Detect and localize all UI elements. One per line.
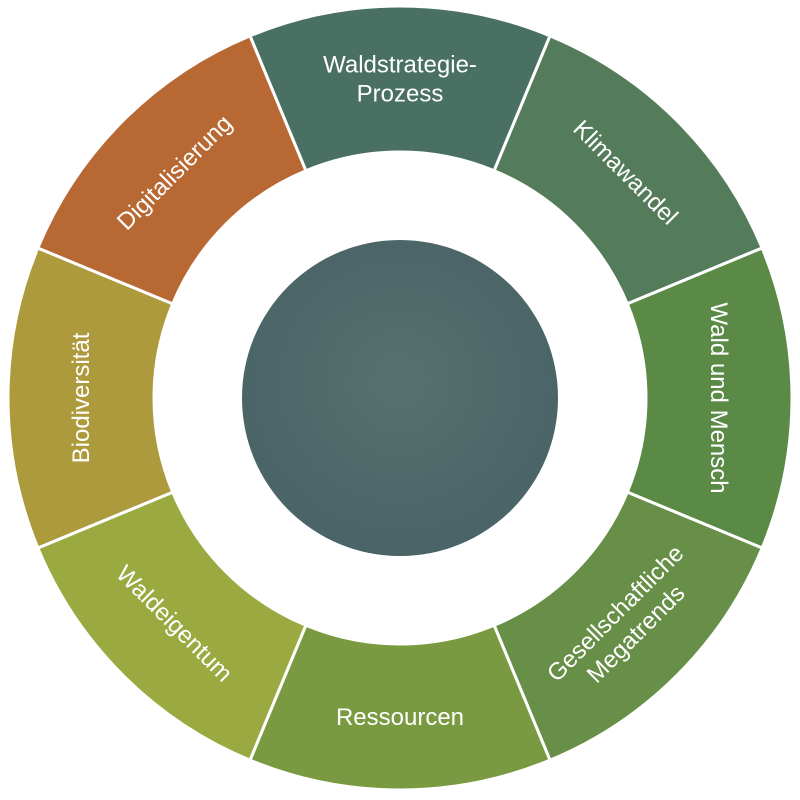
segment-ressourcen-label: Ressourcen xyxy=(336,704,464,731)
segment-biodiversitaet-label: Biodiversität xyxy=(68,332,95,463)
segment-waldstrategie-prozess-label-line: Waldstrategie- xyxy=(323,52,477,79)
segment-ressourcen-label-line: Ressourcen xyxy=(336,704,464,731)
center-circle xyxy=(242,240,558,556)
segment-wald-und-mensch-label: Wald und Mensch xyxy=(705,302,732,493)
segment-waldstrategie-prozess-label-line: Prozess xyxy=(357,81,444,108)
segment-wald-und-mensch-label-line: Wald und Mensch xyxy=(705,302,732,493)
segment-biodiversitaet-label-line: Biodiversität xyxy=(68,332,95,463)
segment-digitalisierung xyxy=(35,33,308,306)
segment-waldstrategie-prozess-label: Waldstrategie-Prozess xyxy=(323,52,477,108)
